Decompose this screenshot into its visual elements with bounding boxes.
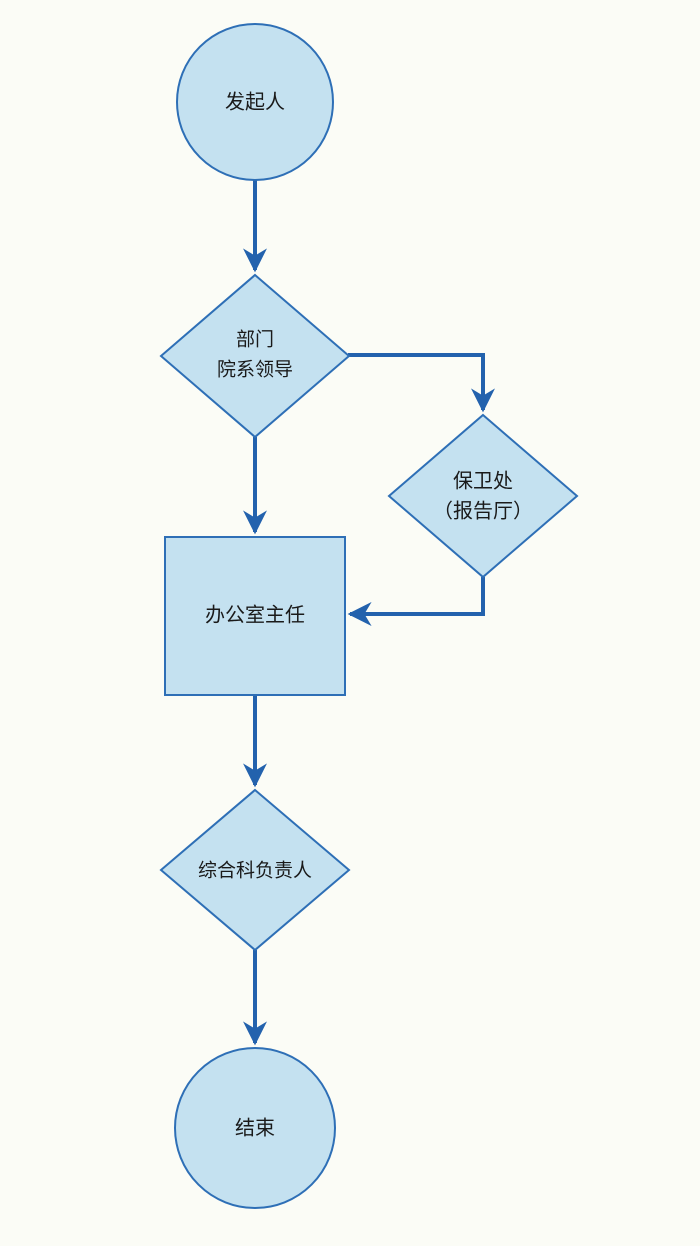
start-circle xyxy=(176,23,334,181)
end-label: 结束 xyxy=(235,1116,275,1140)
edge-dept-to-security xyxy=(348,353,495,413)
start-label: 发起人 xyxy=(225,90,285,114)
dept-diamond xyxy=(159,273,351,439)
end-circle xyxy=(174,1047,336,1209)
security-decision-node: 保卫处 （报告厅） xyxy=(387,413,579,579)
security-label-line2: （报告厅） xyxy=(433,499,533,523)
end-node: 结束 xyxy=(174,1047,336,1209)
security-diamond xyxy=(387,413,579,579)
office-process-node: 办公室主任 xyxy=(164,536,346,696)
edges xyxy=(243,178,495,1046)
office-rectangle xyxy=(164,536,346,696)
start-node: 发起人 xyxy=(176,23,334,181)
general-label: 综合科负责人 xyxy=(198,860,312,882)
dept-label-line1: 部门 xyxy=(236,329,274,351)
dept-label-line2: 院系领导 xyxy=(217,359,293,381)
edge-security-to-office xyxy=(347,577,485,626)
dept-decision-node: 部门 院系领导 xyxy=(159,273,351,439)
general-diamond xyxy=(159,788,351,952)
general-decision-node: 综合科负责人 xyxy=(159,788,351,952)
security-label-line1: 保卫处 xyxy=(453,469,513,493)
office-label: 办公室主任 xyxy=(205,603,305,627)
